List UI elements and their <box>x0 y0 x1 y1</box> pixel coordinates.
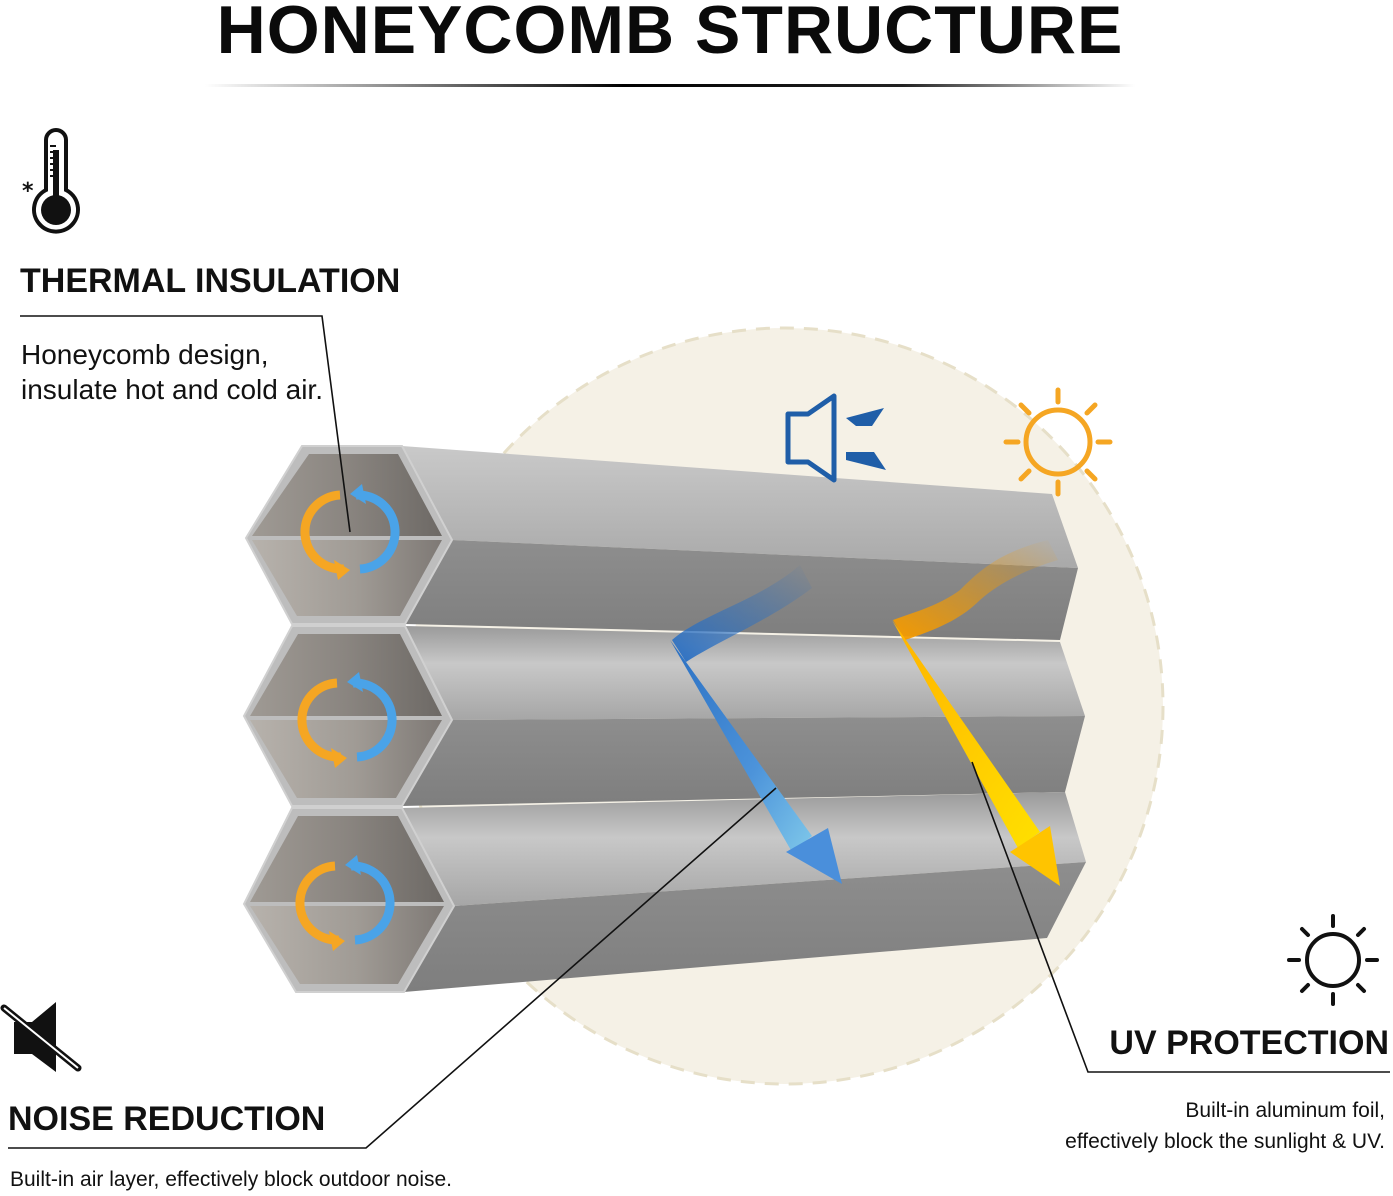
hex-end-2 <box>242 625 454 807</box>
circulation-icon <box>297 672 397 768</box>
cell-3-top-face <box>402 792 1086 906</box>
thermal-insulation-description: Honeycomb design, insulate hot and cold … <box>21 337 323 407</box>
thermal-line-1: Honeycomb design, <box>21 339 269 370</box>
hex-ends <box>242 445 456 993</box>
hex-end-1 <box>244 445 454 625</box>
uv-protection-heading: UV PROTECTION <box>1109 1024 1389 1062</box>
noise-path-arrow <box>670 565 842 884</box>
circulation-arrows <box>295 484 400 951</box>
thermal-line-2: insulate hot and cold air. <box>21 374 323 405</box>
honeycomb-cells <box>402 446 1086 992</box>
speaker-blocked-icon <box>785 393 886 483</box>
thermometer-icon: * <box>22 128 80 234</box>
uv-path-arrow <box>892 540 1060 886</box>
muted-speaker-icon <box>0 1002 82 1072</box>
uv-leader <box>971 761 1390 1073</box>
title-underline <box>205 84 1135 87</box>
uv-line-1: Built-in aluminum foil, <box>1185 1099 1385 1122</box>
cell-2-top-face <box>405 626 1085 720</box>
circulation-icon <box>295 855 395 951</box>
thermal-insulation-heading: THERMAL INSULATION <box>20 262 401 300</box>
noise-leader <box>8 787 777 1149</box>
uv-protection-description: Built-in aluminum foil, effectively bloc… <box>1065 1095 1385 1157</box>
noise-reduction-description: Built-in air layer, effectively block ou… <box>10 1168 453 1191</box>
cell-3-low-face <box>404 862 1086 992</box>
circulation-icon <box>300 484 400 580</box>
sun-outline-icon <box>1287 914 1379 1006</box>
sun-icon <box>1003 387 1113 497</box>
uv-line-2: effectively block the sunlight & UV. <box>1065 1130 1385 1153</box>
svg-text:*: * <box>22 179 34 204</box>
page-title: HONEYCOMB STRUCTURE <box>216 0 1124 68</box>
leader-lines <box>8 315 1390 1149</box>
hex-end-3 <box>242 807 456 993</box>
thermal-leader <box>20 315 351 533</box>
cell-1-top-face <box>402 446 1078 568</box>
noise-reduction-heading: NOISE REDUCTION <box>8 1100 326 1138</box>
